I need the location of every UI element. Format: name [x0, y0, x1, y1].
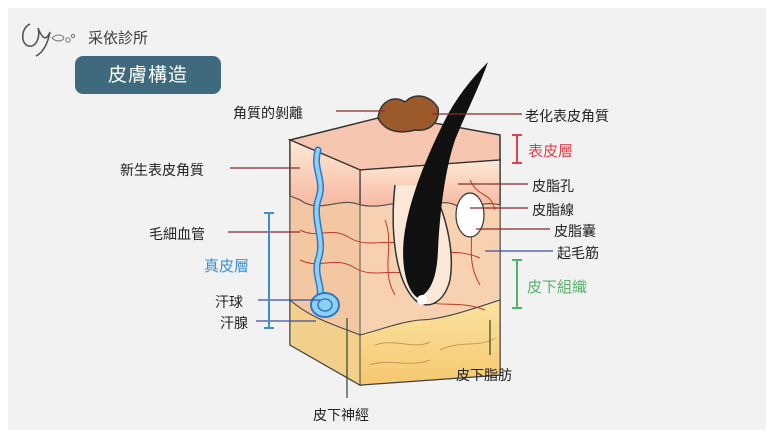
label-corneum-shedding: 角質的剝離 [233, 103, 303, 123]
label-sweat-gland: 汗腺 [220, 313, 248, 333]
label-dermis: 真皮層 [204, 255, 249, 276]
label-subcutaneous-nerve: 皮下神經 [313, 405, 369, 425]
label-new-corneum: 新生表皮角質 [120, 160, 204, 180]
label-pore: 皮脂孔 [532, 176, 574, 196]
label-subcutaneous-fat: 皮下脂肪 [456, 365, 512, 385]
label-sweat-ball: 汗球 [215, 292, 243, 312]
dermis-bracket [264, 213, 274, 328]
label-sebaceous-gland: 皮脂線 [532, 200, 574, 220]
label-sebaceous-capsule: 皮脂囊 [554, 221, 596, 241]
label-subcutaneous: 皮下組織 [527, 276, 587, 297]
label-epidermis: 表皮層 [528, 140, 573, 161]
label-capillary: 毛細血管 [149, 224, 205, 244]
subcutaneous-bracket [512, 260, 522, 308]
epidermis-bracket [512, 135, 522, 163]
label-aged-corneum: 老化表皮角質 [525, 106, 609, 126]
corneum-flake-shape [378, 96, 438, 132]
label-arrector-pili: 起毛筋 [557, 243, 599, 263]
